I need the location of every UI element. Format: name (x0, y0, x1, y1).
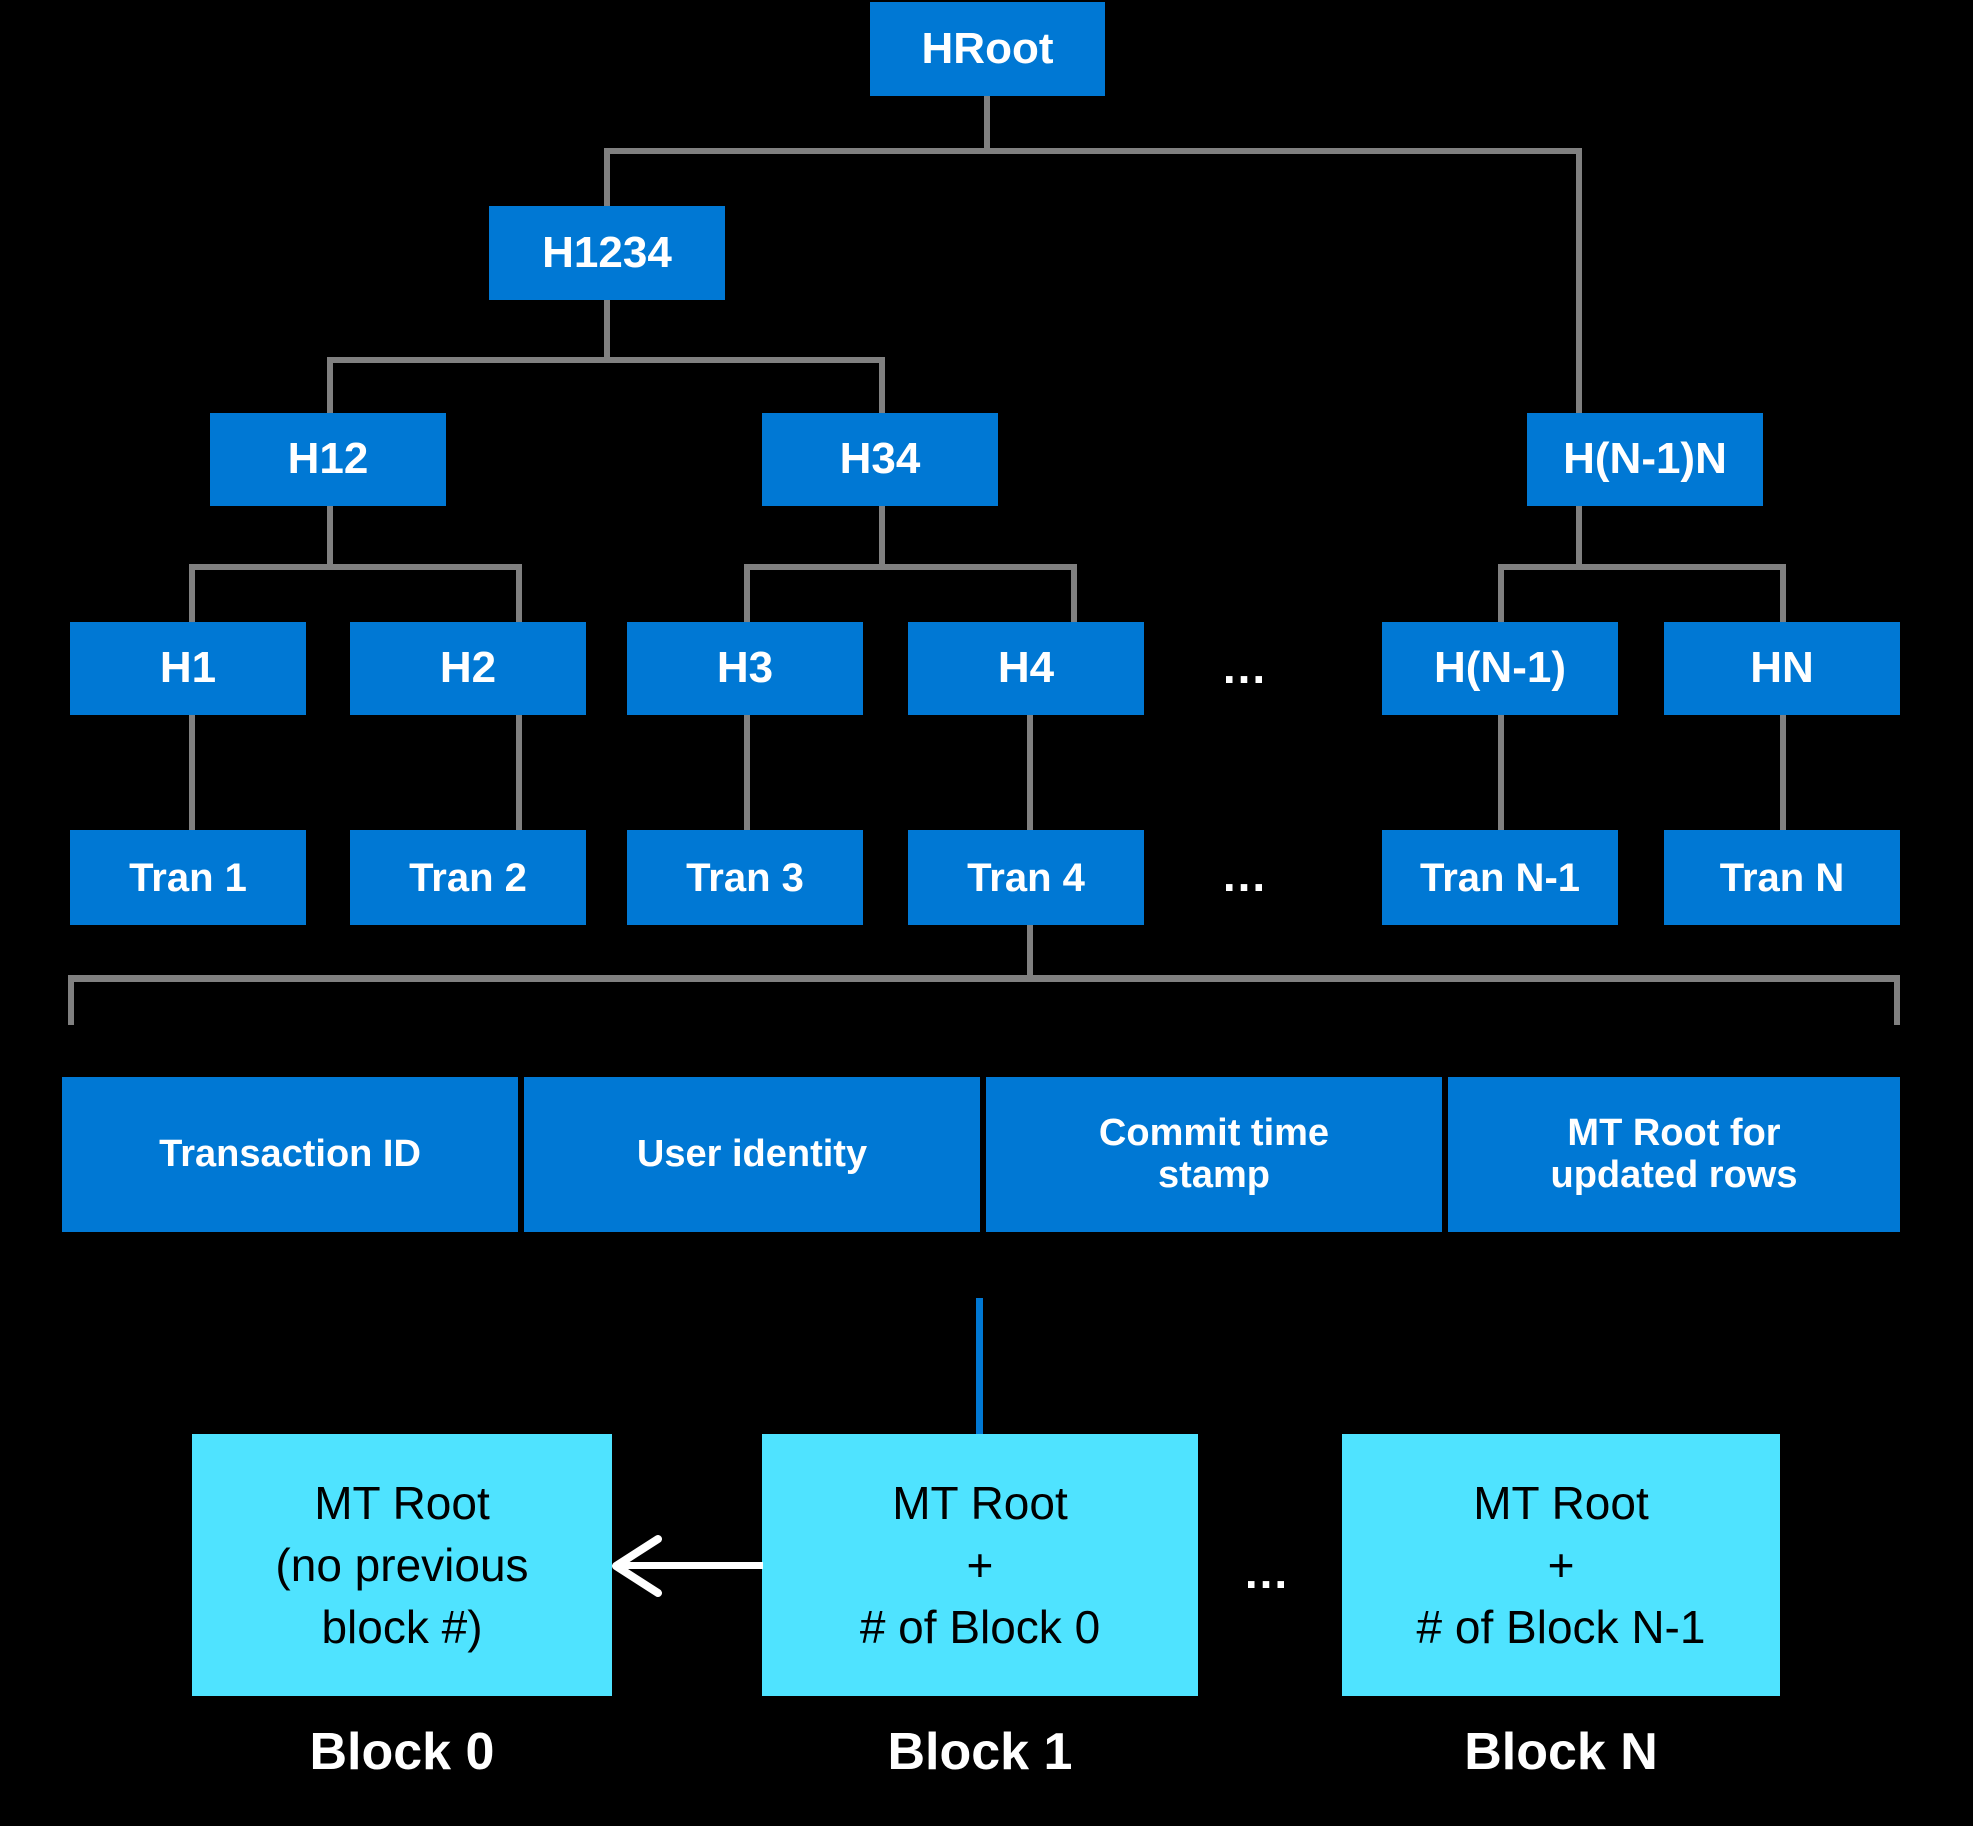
block-n[interactable]: MT Root + # of Block N-1 (1342, 1434, 1780, 1696)
node-tran-3-label: Tran 3 (686, 855, 804, 900)
connector-hn1n-to-hn1 (1498, 564, 1504, 622)
node-hroot[interactable]: HRoot (870, 2, 1105, 96)
node-tran-4[interactable]: Tran 4 (908, 830, 1144, 925)
node-h34-label: H34 (839, 434, 921, 484)
block-1[interactable]: MT Root + # of Block 0 (762, 1434, 1198, 1696)
connector-hroot-to-hn1n (1576, 148, 1582, 414)
ellipsis-hash-row: ... (1200, 640, 1290, 694)
connector-hn1-to-trann1 (1498, 715, 1504, 830)
node-tran-n-1[interactable]: Tran N-1 (1382, 830, 1618, 925)
node-hn-label: HN (1750, 643, 1814, 693)
node-tran-n[interactable]: Tran N (1664, 830, 1900, 925)
ellipsis-block-row-label: ... (1244, 1546, 1290, 1598)
node-h3[interactable]: H3 (627, 622, 863, 715)
connector-h34-stem (879, 505, 885, 567)
panel-user-identity[interactable]: User identity (524, 1077, 980, 1232)
node-hn1-label: H(N-1) (1434, 643, 1566, 693)
block-0-caption-label: Block 0 (309, 1723, 495, 1781)
node-hn1[interactable]: H(N-1) (1382, 622, 1618, 715)
panel-transaction-id-label: Transaction ID (159, 1132, 421, 1175)
connector-h1234-to-h34 (879, 357, 885, 415)
connector-hn1n-bar (1498, 564, 1786, 570)
connector-h34-to-h3 (744, 564, 750, 622)
arrow-block1-to-block0-head (612, 1535, 662, 1597)
bracket-right-tick (1894, 975, 1900, 1025)
connector-h1-to-tran1 (189, 715, 195, 830)
connector-hn1n-stem (1576, 505, 1582, 567)
connector-h2-to-tran2 (516, 715, 522, 830)
node-tran-2[interactable]: Tran 2 (350, 830, 586, 925)
node-hn1n[interactable]: H(N-1)N (1527, 413, 1763, 506)
connector-h12-bar (189, 564, 522, 570)
panel-transaction-id[interactable]: Transaction ID (62, 1077, 518, 1232)
block-0-caption: Block 0 (192, 1722, 612, 1782)
node-tran-2-label: Tran 2 (409, 855, 527, 900)
block-n-caption-label: Block N (1464, 1723, 1658, 1781)
connector-h1234-to-h12 (327, 357, 333, 415)
connector-h34-bar (744, 564, 1077, 570)
block-1-caption: Block 1 (762, 1722, 1198, 1782)
connector-h12-to-h1 (189, 564, 195, 622)
arrow-block1-to-block0-shaft (615, 1562, 763, 1569)
block-0[interactable]: MT Root (no previous block #) (192, 1434, 612, 1696)
block-n-content: MT Root + # of Block N-1 (1416, 1476, 1706, 1654)
node-h1234[interactable]: H1234 (489, 206, 725, 300)
node-h3-label: H3 (716, 643, 774, 693)
block-0-content: MT Root (no previous block #) (275, 1476, 529, 1654)
node-tran-1-label: Tran 1 (129, 855, 247, 900)
node-h1-label: H1 (159, 643, 217, 693)
bracket-left-tick (68, 975, 74, 1025)
node-h1[interactable]: H1 (70, 622, 306, 715)
connector-tran4-to-bracket (1027, 925, 1033, 981)
node-hn1n-label: H(N-1)N (1563, 434, 1727, 484)
connector-h12-stem (327, 505, 333, 567)
node-tran-1[interactable]: Tran 1 (70, 830, 306, 925)
bracket-horizontal (68, 975, 1900, 982)
block-n-caption: Block N (1342, 1722, 1780, 1782)
connector-h4-to-tran4 (1027, 715, 1033, 830)
node-h2[interactable]: H2 (350, 622, 586, 715)
connector-detail-to-block1 (976, 1298, 983, 1434)
node-h4-label: H4 (997, 643, 1055, 693)
connector-h3-to-tran3 (744, 715, 750, 830)
node-h34[interactable]: H34 (762, 413, 998, 506)
connector-hroot-bar (604, 148, 1582, 154)
node-h12[interactable]: H12 (210, 413, 446, 506)
panel-mt-root-updated-rows-label: MT Root for updated rows (1550, 1111, 1798, 1196)
connector-h1234-stem (604, 300, 610, 360)
ellipsis-tran-row: ... (1200, 848, 1290, 902)
block-1-content: MT Root + # of Block 0 (859, 1476, 1101, 1654)
node-hroot-label: HRoot (921, 23, 1054, 73)
block-1-caption-label: Block 1 (887, 1723, 1073, 1781)
connector-h34-to-h4 (1071, 564, 1077, 622)
node-h4[interactable]: H4 (908, 622, 1144, 715)
connector-hn-to-trann (1780, 715, 1786, 830)
connector-h1234-bar (327, 357, 885, 363)
connector-hroot-stem (984, 95, 990, 151)
panel-commit-time-stamp-label: Commit time stamp (1098, 1111, 1330, 1196)
node-tran-4-label: Tran 4 (967, 855, 1085, 900)
panel-mt-root-updated-rows[interactable]: MT Root for updated rows (1448, 1077, 1900, 1232)
connector-hroot-to-h1234 (604, 148, 610, 206)
node-h2-label: H2 (439, 643, 497, 693)
node-tran-n-1-label: Tran N-1 (1419, 855, 1581, 900)
node-tran-3[interactable]: Tran 3 (627, 830, 863, 925)
connector-h12-to-h2 (516, 564, 522, 622)
panel-user-identity-label: User identity (636, 1132, 868, 1175)
ellipsis-tran-row-label: ... (1222, 849, 1268, 901)
ellipsis-hash-row-label: ... (1222, 641, 1268, 693)
panel-commit-time-stamp[interactable]: Commit time stamp (986, 1077, 1442, 1232)
node-h12-label: H12 (287, 434, 369, 484)
connector-hn1n-to-hn (1780, 564, 1786, 622)
ellipsis-block-row: ... (1222, 1545, 1312, 1599)
node-hn[interactable]: HN (1664, 622, 1900, 715)
node-h1234-label: H1234 (542, 227, 672, 277)
node-tran-n-label: Tran N (1719, 855, 1845, 900)
